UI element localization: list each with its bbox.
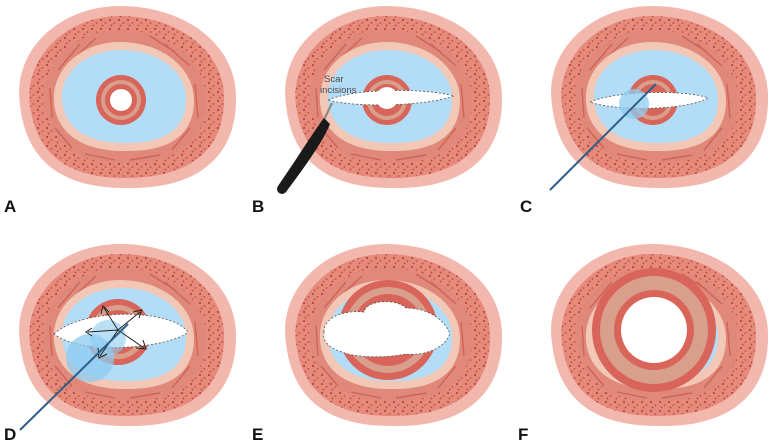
panel-label-d: D: [4, 425, 16, 444]
panel-f: F: [518, 243, 769, 444]
fluid-bubble: [619, 89, 649, 119]
panel-label-b: B: [252, 197, 264, 216]
panel-a: A: [4, 5, 237, 216]
panel-label-f: F: [518, 425, 528, 444]
panel-b: Scar incisions B: [252, 5, 503, 216]
panel-c: C: [520, 5, 769, 216]
panel-label-a: A: [4, 197, 16, 216]
lumen: [592, 268, 716, 392]
fluid-bubble-small: [90, 320, 126, 356]
needle-icon: [549, 83, 657, 191]
annotation-scar-line2: incisions: [320, 85, 357, 96]
panel-label-e: E: [252, 425, 263, 444]
panel-label-c: C: [520, 197, 532, 216]
lumen: [96, 75, 146, 125]
scalpel-icon: [277, 102, 333, 194]
panel-e: E: [252, 243, 503, 444]
expanded-opening: [323, 301, 451, 358]
annotation-scar-line1: Scar: [324, 74, 344, 85]
needle-icon: [19, 323, 129, 431]
panel-d: D: [4, 243, 237, 444]
